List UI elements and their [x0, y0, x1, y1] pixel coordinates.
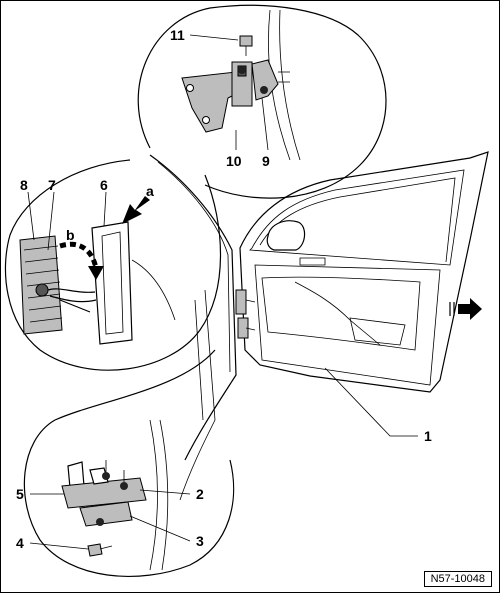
callout-10: 10: [226, 153, 242, 169]
door-check-detail: [4, 159, 222, 371]
callout-4: 4: [16, 535, 24, 551]
direction-arrow-icon: [458, 298, 482, 320]
callout-9: 9: [262, 153, 270, 169]
callout-1: 1: [424, 428, 432, 444]
callout-5: 5: [16, 486, 24, 502]
callout-3: 3: [196, 533, 204, 549]
callout-11: 11: [170, 27, 185, 43]
lower-hinge-detail: [23, 349, 235, 578]
callout-b: b: [66, 227, 75, 243]
arrow-a-icon: [122, 196, 150, 224]
leader-line-1: [324, 367, 418, 437]
car-door-illustration: [149, 151, 489, 501]
callout-2: 2: [196, 486, 204, 502]
callout-7: 7: [48, 177, 56, 193]
callout-8: 8: [20, 177, 28, 193]
upper-hinge-detail: [137, 4, 387, 199]
arrow-b-icon: [59, 241, 99, 269]
figure-reference-number: N57-10048: [423, 571, 492, 587]
callout-a: a: [146, 183, 154, 199]
callout-6: 6: [100, 177, 108, 193]
